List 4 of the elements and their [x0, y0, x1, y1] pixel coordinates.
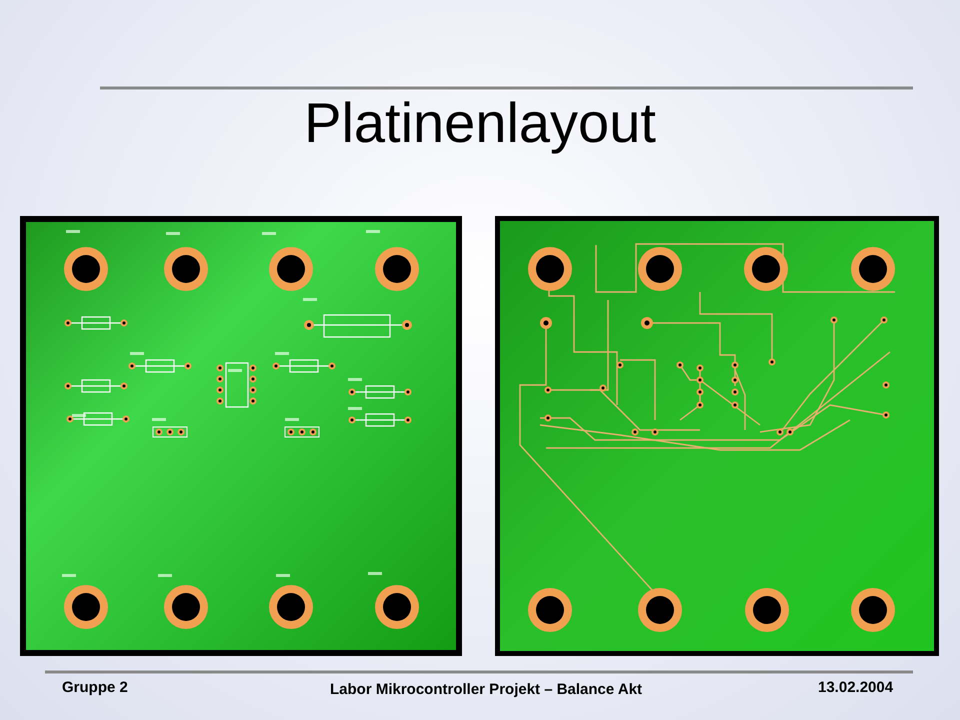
footer-text: Gruppe 2	[62, 679, 128, 696]
footer-text: 13.02.2004	[818, 679, 894, 696]
slide-title: Platinenlayout	[303, 90, 657, 156]
footer-text: Labor Mikrocontroller Projekt – Balance Akt	[330, 681, 642, 698]
